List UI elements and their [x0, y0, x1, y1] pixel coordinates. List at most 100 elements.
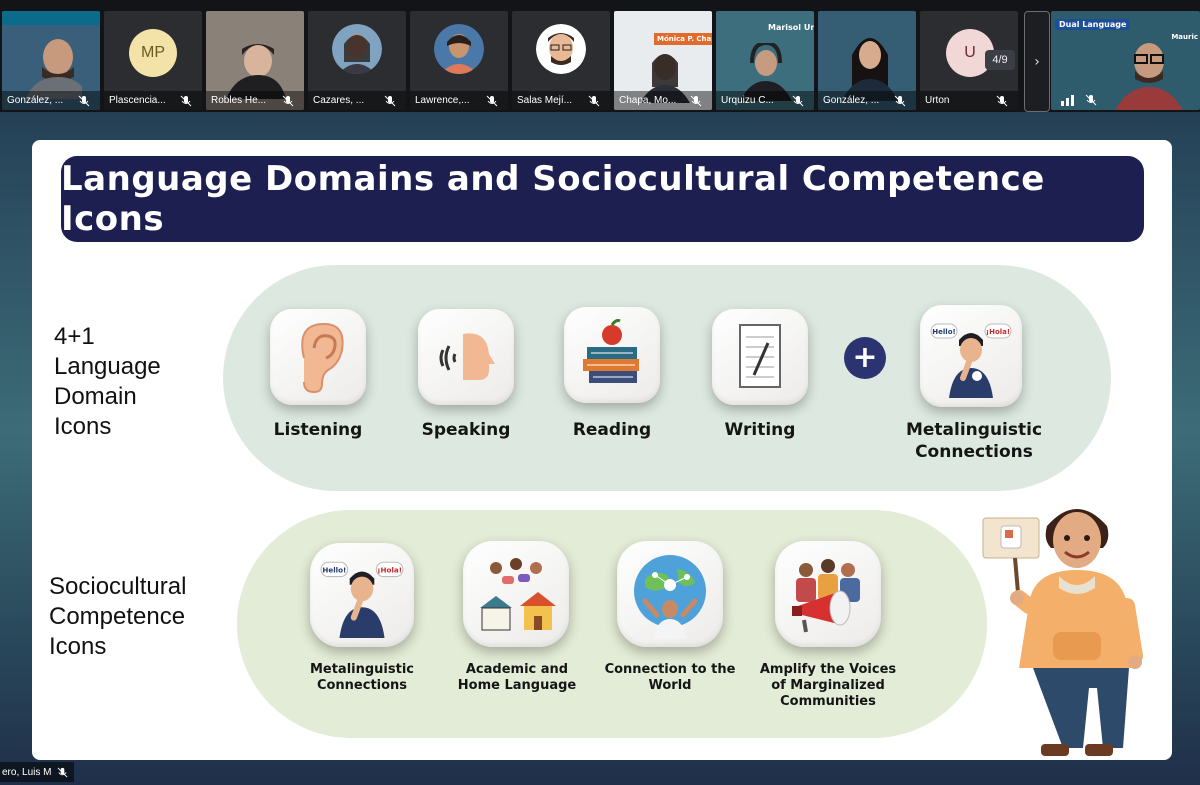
sociocultural-label-amplify: Amplify the Voices of Marginalized Commu… — [753, 662, 903, 710]
muted-mic-icon — [996, 95, 1008, 106]
megaphone-icon — [775, 541, 881, 647]
participant-banner: Marisol Urqu — [768, 23, 814, 32]
participant-video-icon — [740, 43, 792, 101]
participant-tile[interactable]: Mónica P. Chapa Chapa, Mo... — [614, 11, 712, 110]
participant-name-label: Robles He... — [206, 91, 304, 110]
caption-line: Connection to the — [604, 662, 736, 677]
bubble-hola: ¡Hola! — [986, 328, 1010, 336]
muted-mic-icon — [78, 95, 90, 106]
participant-strip: González, ... MP Plascencia... Robles He… — [0, 0, 1200, 112]
participant-name-label: González, ... — [818, 91, 916, 110]
caption-line: Home Language — [457, 678, 577, 693]
globe-child-icon — [617, 541, 723, 647]
participant-name-label: Cazares, ... — [308, 91, 406, 110]
ear-icon — [270, 309, 366, 405]
domain-label-speaking: Speaking — [421, 420, 511, 440]
domains-label-line: Domain — [54, 383, 137, 410]
chevron-right-icon: › — [1034, 53, 1040, 70]
caption-line: Amplify the Voices — [759, 662, 897, 677]
participant-tile[interactable]: Robles He... — [206, 11, 304, 110]
domains-label-line: 4+1 — [54, 323, 95, 350]
bubble-hola: ¡Hola! — [377, 565, 402, 574]
caption-line: Communities — [780, 694, 876, 709]
muted-mic-icon — [894, 95, 906, 106]
participant-banner-secondary: Mauric — [1171, 33, 1198, 41]
domains-label-line: Language — [54, 353, 161, 380]
sociocultural-label-line: Sociocultural — [49, 573, 187, 600]
participant-tile[interactable]: González, ... — [818, 11, 916, 110]
avatar: MP — [129, 28, 177, 77]
caption-line: Academic and — [465, 662, 569, 677]
self-view-name: ero, Luis M — [2, 766, 52, 778]
participant-tile[interactable]: Cazares, ... — [308, 11, 406, 110]
muted-mic-icon — [792, 95, 804, 106]
domains-label-line: Icons — [54, 413, 112, 440]
sociocultural-label: Sociocultural Competence Icons — [49, 572, 186, 662]
participant-photo-icon — [332, 23, 382, 74]
plus-symbol: + — [852, 340, 878, 375]
participant-name-label: Salas Mejí... — [512, 91, 610, 110]
muted-mic-icon — [384, 95, 396, 106]
participant-banner: Dual Language — [1055, 19, 1131, 30]
participant-tile[interactable]: Marisol Urqu Urquizu C... — [716, 11, 814, 110]
page-indicator: 4/9 — [985, 50, 1015, 70]
participant-tile[interactable]: Salas Mejí... — [512, 11, 610, 110]
sociocultural-label-metalinguistic: Metalinguistic Connections — [287, 662, 437, 694]
muted-mic-icon — [690, 95, 702, 106]
participant-name-label: González, ... — [2, 91, 100, 110]
domain-label-listening: Listening — [273, 420, 363, 440]
caption-line: of Marginalized — [771, 678, 885, 693]
boy-with-sign-icon — [982, 509, 1143, 756]
thinking-boy-icon: Hello! ¡Hola! — [310, 543, 414, 647]
muted-mic-icon — [1085, 94, 1097, 106]
bubble-hello: Hello! — [322, 565, 346, 574]
notepad-pencil-icon — [712, 309, 808, 405]
participant-video-icon — [842, 38, 898, 101]
audio-level-icon — [1061, 95, 1074, 106]
participant-tile[interactable]: González, ... — [2, 11, 100, 110]
participant-name-label: Chapa, Mo... — [614, 91, 712, 110]
video-background-banner — [2, 11, 100, 25]
sociocultural-label-academic: Academic and Home Language — [442, 662, 592, 694]
caption-line: Connections — [915, 442, 1033, 462]
participant-photo-icon — [434, 23, 484, 74]
bubble-hello: Hello! — [932, 328, 955, 336]
participant-banner: Mónica P. Chapa — [654, 33, 712, 45]
participant-video-icon — [640, 54, 690, 103]
participant-tile[interactable]: Dual Language Mauric — [1051, 11, 1200, 110]
self-view-name-label: ero, Luis M — [0, 762, 75, 782]
domains-label: 4+1 Language Domain Icons — [54, 322, 161, 442]
participant-tile[interactable]: Lawrence,... — [410, 11, 508, 110]
participant-tile[interactable]: MP Plascencia... — [104, 11, 202, 110]
participant-name-label: Urton — [920, 91, 1018, 110]
caption-line: World — [648, 678, 692, 693]
thinking-boy-icon: Hello! ¡Hola! — [920, 305, 1022, 407]
muted-mic-icon — [486, 95, 498, 106]
muted-mic-icon — [180, 95, 192, 106]
books-apple-icon — [564, 307, 660, 403]
speaking-head-icon — [418, 309, 514, 405]
sociocultural-label-line: Icons — [49, 633, 107, 660]
domain-label-metalinguistic: Metalinguistic Connections — [894, 419, 1054, 463]
participant-video-icon — [1115, 43, 1183, 110]
slide-title: Language Domains and Sociocultural Compe… — [61, 156, 1144, 242]
participant-photo-icon — [536, 23, 586, 74]
muted-mic-icon — [588, 95, 600, 106]
participant-video-icon — [26, 39, 82, 99]
sociocultural-label-world: Connection to the World — [595, 662, 745, 694]
participant-name-label: Plascencia... — [104, 91, 202, 110]
plus-icon: + — [844, 337, 886, 379]
participant-video-icon — [226, 44, 286, 99]
shared-slide: Language Domains and Sociocultural Compe… — [32, 140, 1172, 760]
domain-label-writing: Writing — [724, 420, 796, 440]
caption-line: Connections — [316, 678, 408, 693]
caption-line: Metalinguistic — [905, 420, 1043, 440]
muted-mic-icon — [282, 95, 294, 106]
school-home-icon — [463, 541, 569, 647]
participant-name-label: Lawrence,... — [410, 91, 508, 110]
caption-line: Metalinguistic — [309, 662, 415, 677]
sociocultural-label-line: Competence — [49, 603, 186, 630]
participant-name-label: Urquizu C... — [716, 91, 814, 110]
domain-label-reading: Reading — [572, 420, 652, 440]
next-page-button[interactable]: › — [1024, 11, 1050, 112]
